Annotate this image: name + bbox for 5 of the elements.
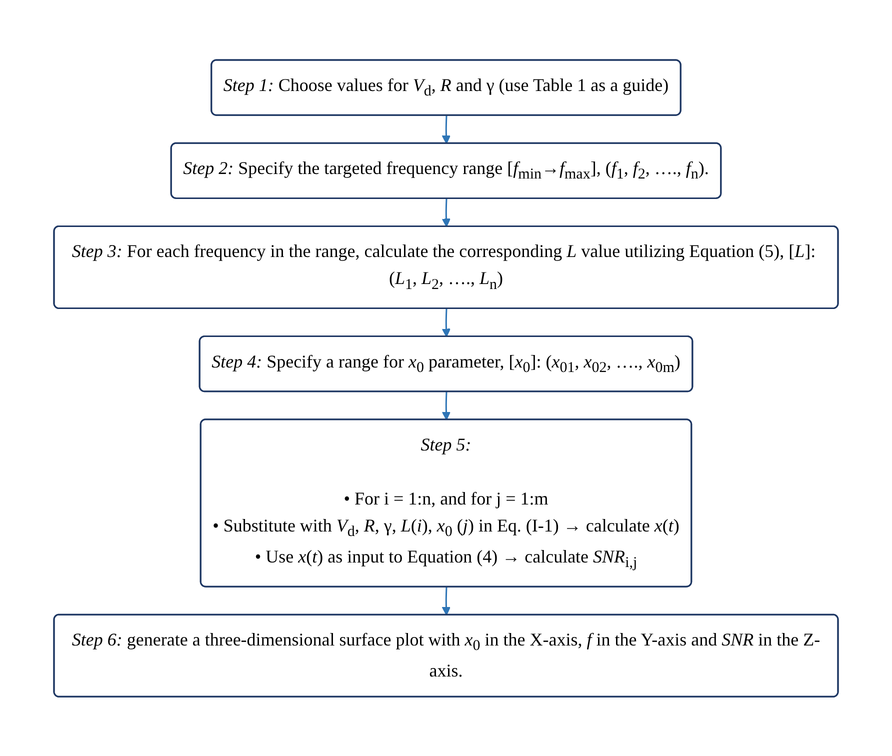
arrow: [442, 115, 451, 144]
arrow: [442, 586, 451, 616]
arrow: [442, 198, 451, 227]
arrow: [442, 308, 451, 337]
arrow: [442, 392, 451, 420]
